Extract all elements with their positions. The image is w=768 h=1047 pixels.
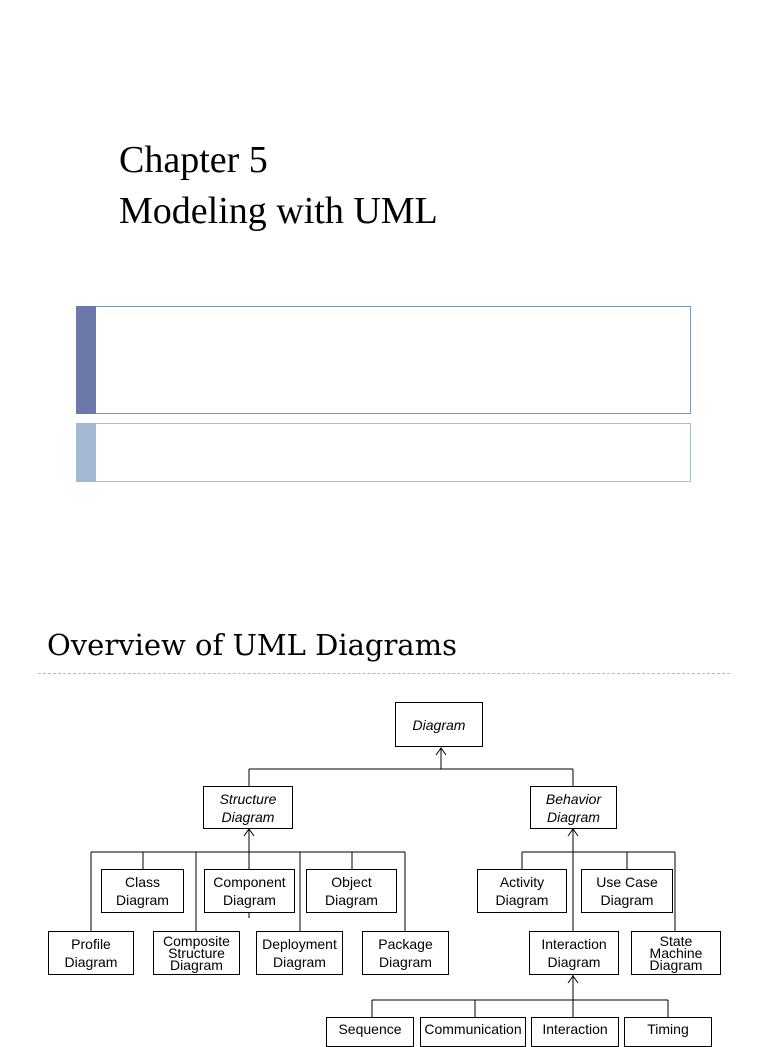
profile-diagram-node: Profile Diagram	[48, 931, 134, 975]
package-diagram-node: Package Diagram	[362, 931, 449, 975]
state-machine-diagram-node: State Machine Diagram	[631, 931, 721, 975]
structure-diagram-node: Structure Diagram	[203, 786, 293, 829]
slide-title: Overview of UML Diagrams	[47, 628, 457, 662]
accent-bar-light	[76, 423, 96, 482]
deployment-diagram-node: Deployment Diagram	[256, 931, 343, 975]
timing-diagram-node-partial: Timing	[624, 1017, 712, 1047]
chapter-title: Chapter 5	[119, 139, 268, 181]
subtitle-box-large	[76, 306, 691, 414]
subtitle-box-small	[76, 423, 691, 482]
object-diagram-node: Object Diagram	[306, 869, 397, 913]
use-case-diagram-node: Use Case Diagram	[581, 869, 673, 913]
title-divider	[38, 673, 730, 674]
chapter-subtitle: Modeling with UML	[119, 190, 438, 232]
composite-structure-diagram-node: Composite Structure Diagram	[153, 931, 240, 975]
uml-hierarchy-diagram: Diagram Structure Diagram Behavior Diagr…	[0, 580, 768, 1047]
overview-slide: Overview of UML Diagrams	[0, 580, 768, 1047]
diagram-node: Diagram	[395, 702, 483, 747]
title-slide: Chapter 5 Modeling with UML	[76, 139, 691, 482]
communication-diagram-node-partial: Communication	[420, 1017, 526, 1047]
class-diagram-node: Class Diagram	[101, 869, 184, 913]
interaction-overview-diagram-node-partial: Interaction	[531, 1017, 619, 1047]
component-diagram-node: Component Diagram	[204, 869, 295, 913]
behavior-diagram-node: Behavior Diagram	[530, 786, 617, 829]
interaction-diagram-node: Interaction Diagram	[529, 931, 619, 975]
sequence-diagram-node-partial: Sequence	[326, 1017, 414, 1047]
activity-diagram-node: Activity Diagram	[477, 869, 567, 913]
accent-bar-dark	[76, 306, 96, 414]
